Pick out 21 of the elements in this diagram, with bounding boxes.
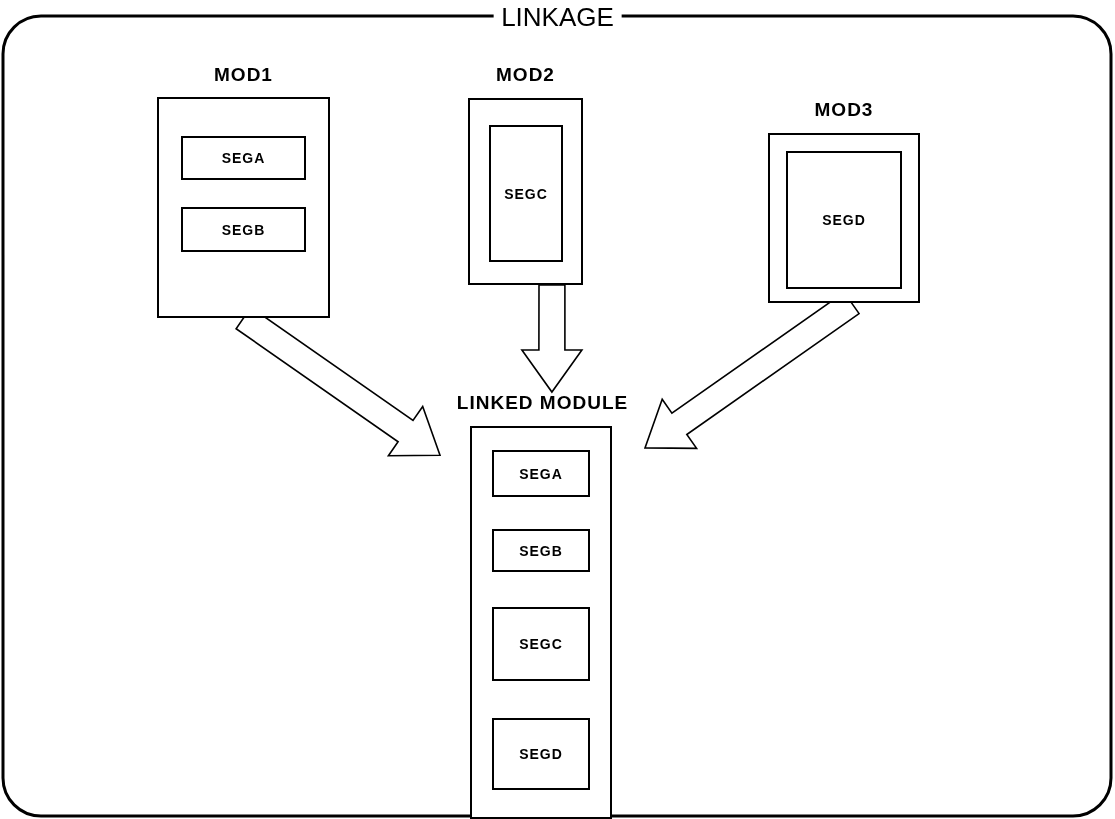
segment-box	[492, 718, 590, 790]
segment-box	[492, 529, 590, 572]
segment-label: SEGA	[221, 150, 266, 166]
segment-box	[786, 151, 902, 289]
segment-label: SEGD	[822, 212, 866, 228]
module-title: MOD2	[495, 64, 556, 86]
segment-box	[181, 136, 306, 180]
segment-label: SEGC	[519, 636, 563, 652]
segment-label: SEGC	[504, 185, 548, 202]
segment-label: SEGB	[221, 221, 266, 238]
module-title: MOD3	[813, 99, 875, 121]
segment-label: SEGA	[519, 465, 563, 482]
segment-label: SEGD	[519, 746, 563, 762]
segment-box	[492, 450, 590, 497]
segment-box	[181, 207, 306, 252]
segment-label: SEGB	[519, 542, 563, 559]
segment-box	[492, 607, 590, 681]
block-arrow	[520, 284, 584, 394]
module-title: MOD1	[213, 64, 274, 86]
module-title: LINKED MODULE	[455, 392, 630, 414]
segment-box	[489, 125, 563, 262]
